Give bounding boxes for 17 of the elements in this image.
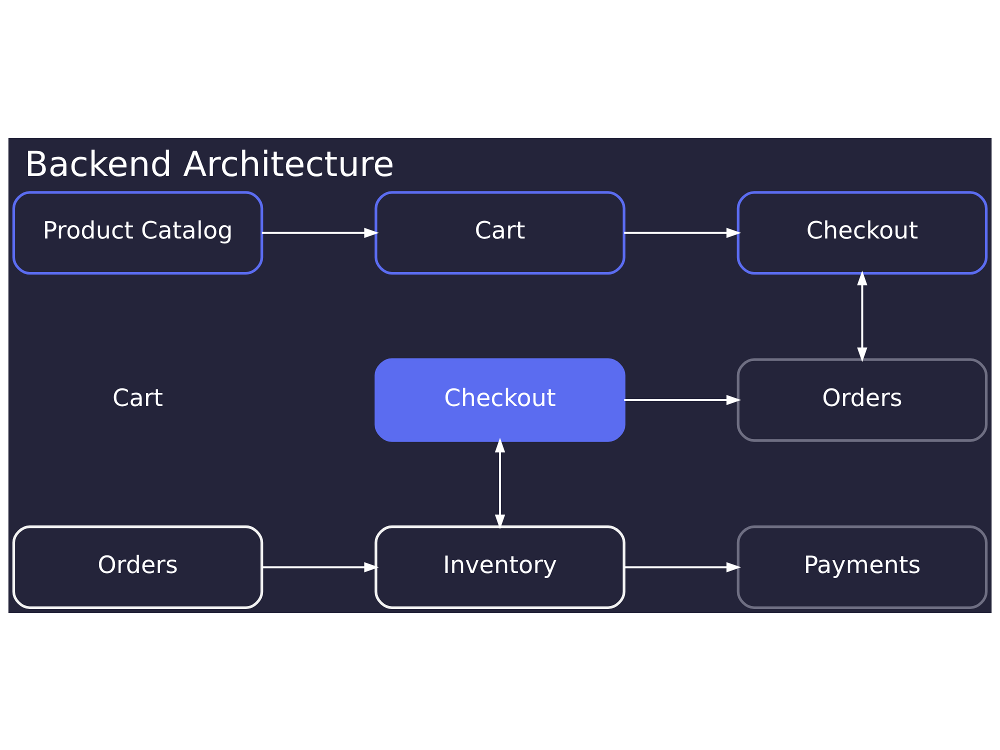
node-box: Product Catalog — [12, 190, 264, 274]
node-box: Orders — [12, 524, 264, 609]
arrow — [624, 227, 742, 238]
arrow — [857, 270, 868, 362]
node-box: Inventory — [374, 524, 626, 609]
node-box: Cart — [374, 190, 626, 274]
arrow — [624, 562, 742, 572]
node-box: Checkout — [736, 190, 988, 274]
node-box: Checkout — [374, 358, 626, 442]
arrow — [262, 562, 379, 572]
arrow — [624, 394, 742, 405]
arrow — [494, 437, 506, 529]
node-box: Payments — [736, 524, 988, 609]
diagram-title: Backend Architecture — [24, 144, 394, 185]
label: Cart — [112, 383, 164, 412]
node-box: Orders — [736, 358, 988, 442]
arrow — [262, 227, 379, 238]
